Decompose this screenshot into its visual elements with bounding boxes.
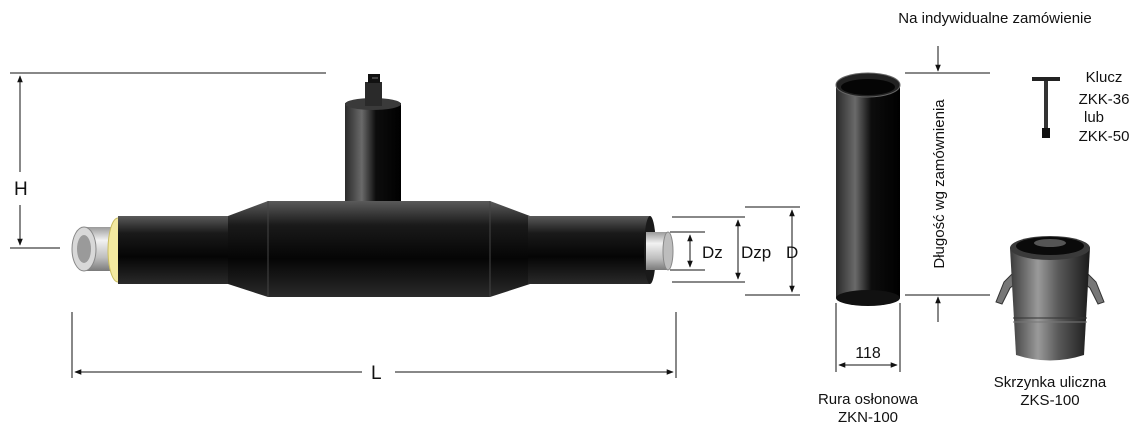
width-label: 118 <box>855 345 881 362</box>
right-casing <box>528 216 650 284</box>
key-caption-line3: lub <box>1084 109 1104 126</box>
right-cone <box>490 201 530 297</box>
pipe-dimensions <box>835 46 990 372</box>
pipe-caption-line2: ZKN-100 <box>838 409 898 426</box>
protective-pipe <box>835 72 901 306</box>
box-caption-line1: Skrzynka uliczna <box>994 374 1107 391</box>
dim-label-h: H <box>14 179 28 200</box>
valve-assembly <box>71 74 674 297</box>
dim-label-d: D <box>786 243 798 262</box>
dim-label-dz: Dz <box>702 243 723 262</box>
box-caption-line2: ZKS-100 <box>1020 392 1079 409</box>
key-handle <box>1032 77 1060 81</box>
right-steel-end <box>662 231 674 271</box>
order-note: Na indywidualne zamówienie <box>898 10 1091 27</box>
protective-pipe-body <box>836 85 900 298</box>
riser-stem <box>365 82 382 106</box>
key-tip <box>1042 128 1050 138</box>
right-steel-pipe <box>646 232 668 270</box>
protective-pipe-bottom <box>836 290 900 306</box>
key-caption-line2: ZKK-36 <box>1079 91 1130 108</box>
length-note: Długość wg zamównienia <box>931 99 948 269</box>
key-caption-line4: ZKK-50 <box>1079 128 1130 145</box>
street-box <box>995 236 1105 361</box>
key-tool <box>1032 77 1060 138</box>
box-body <box>1010 248 1090 361</box>
left-cone <box>228 201 268 297</box>
dimension-lines <box>10 72 800 378</box>
dim-label-dzp: Dzp <box>741 243 771 262</box>
dim-label-l: L <box>371 363 382 384</box>
key-shaft <box>1044 81 1048 131</box>
central-casing <box>268 201 490 297</box>
key-caption-line1: Klucz <box>1086 69 1123 86</box>
left-casing <box>118 216 230 284</box>
pipe-caption-line1: Rura osłonowa <box>818 391 919 408</box>
